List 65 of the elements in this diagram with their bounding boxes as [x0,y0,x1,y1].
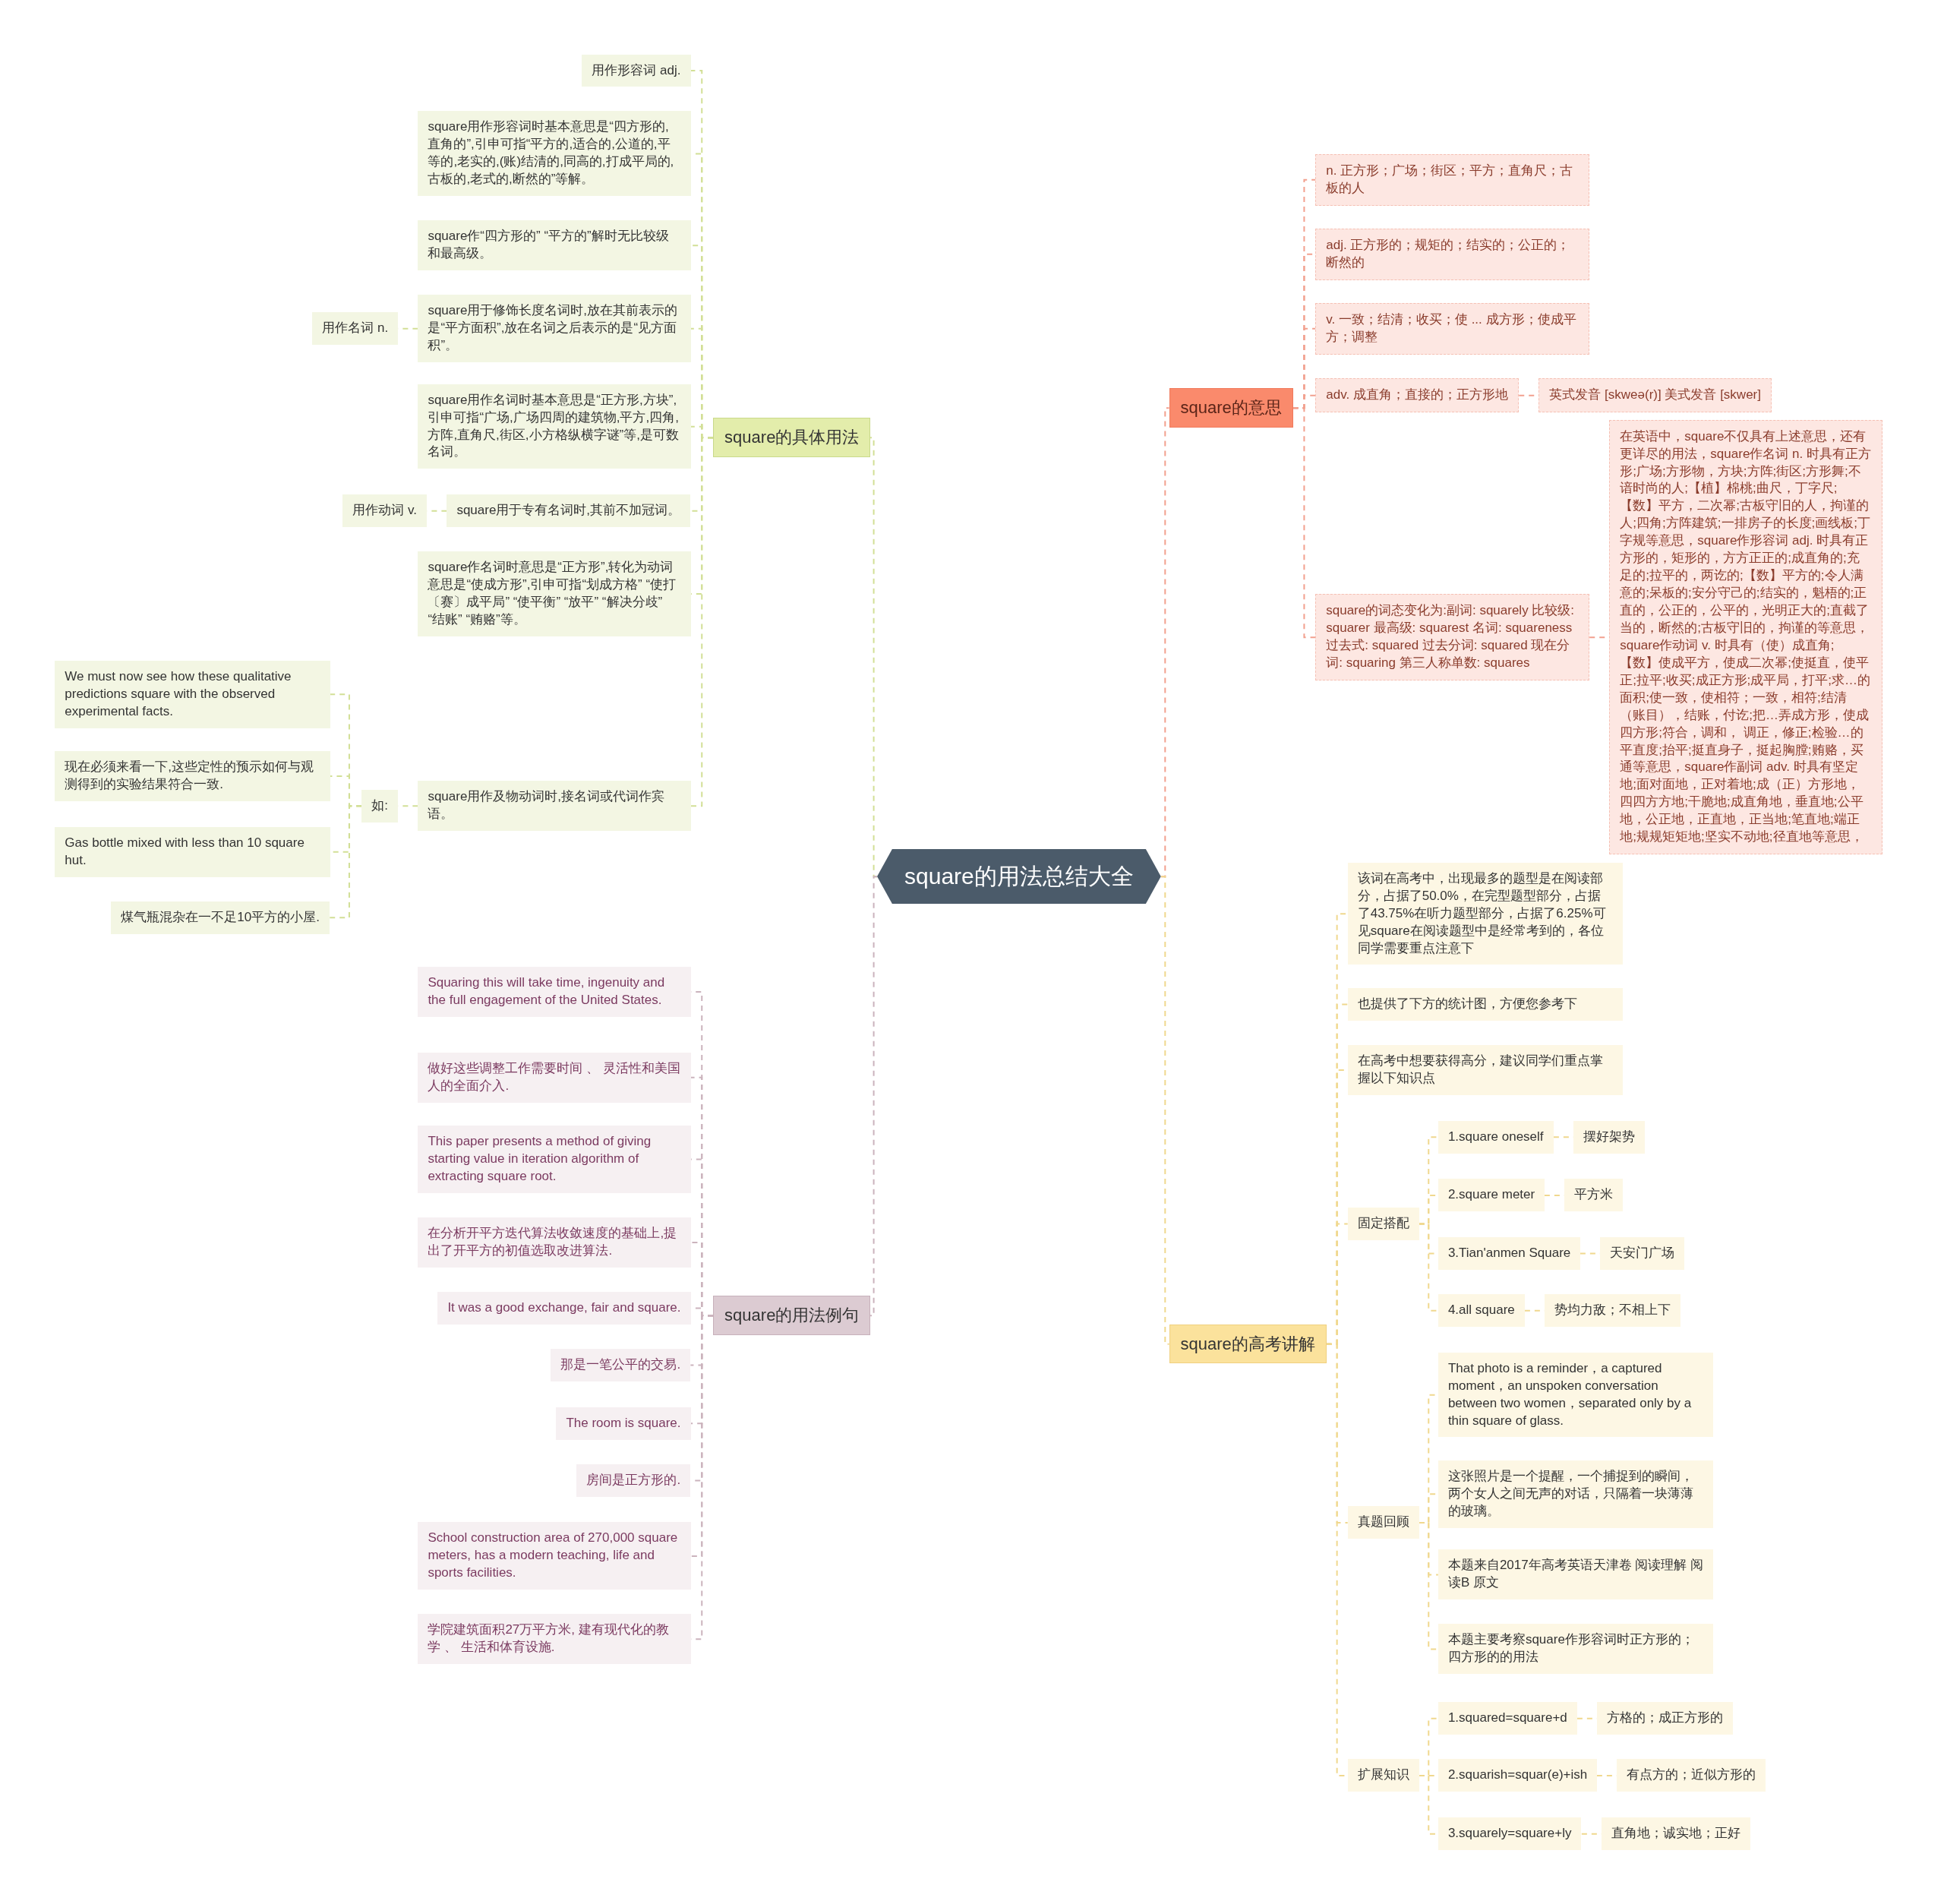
branch-topic: square的用法例句 [713,1296,871,1335]
topic-box: 煤气瓶混杂在一不足10平方的小屋. [111,901,330,934]
topic-box: 如: [361,789,398,823]
topic-box: 方格的；成正方形的 [1597,1702,1733,1735]
topic-box: 平方米 [1564,1179,1623,1212]
topic-box: 用作动词 v. [342,494,427,528]
topic-box: 用作形容词 adj. [582,54,691,87]
topic-box: School construction area of 270,000 square meters, has a modern teaching, life and sports facilities. [418,1522,691,1590]
topic-box: adj. 正方形的；规矩的；结实的；公正的；断然的 [1315,228,1590,280]
topic-box: 扩展知识 [1347,1759,1419,1792]
topic-box: The room is square. [556,1407,691,1440]
topic-box: 真题回顾 [1347,1506,1419,1539]
topic-box: 固定搭配 [1347,1207,1419,1240]
topic-box: square用于专有名词时,其前不加冠词。 [447,494,691,528]
topic-box: 1.square oneself [1437,1120,1554,1154]
connector-line [329,805,363,919]
topic-box: 4.all square [1437,1294,1525,1328]
topic-box: 也提供了下方的统计图，方便您参考下 [1347,987,1624,1021]
topic-box: 摆好架势 [1573,1120,1645,1154]
topic-box: We must now see how these qualitative predictions square with the observed experimental facts. [55,660,330,728]
topic-box: 在英语中，square不仅具有上述意思，还有更详尽的用法，square作名词 n. 时具有正方形;广场;方形物，方块;方阵;街区;方形舞;不谙时尚的人;【植】棉桃;曲尺，丁字尺;【数】平方，二次幂;古板守旧的人，拘谨的人;四角;方阵建筑;一排房子的长度;画线板;丁字规等意思，square作形容词 adj. 时具有正方形的，矩形的，方方正正的;成直角的;充足的;拉平的，两讫的;【数】平方的;令人满意的;呆板的;安分守己的;结实的，魁梧的;正直的，公正的，公平的，光明正大的;直截了当的，断然的;古板守旧的，拘谨的等意思，square作动词 v. 时具有（使）成直角;【数】使成平方，使成二次幂;使挺直，使平正;拉平;收买;成正方形;成平局，打平;求…的面积;使一致，使相符；一致，相符;结清（账目），结账，付讫;把…弄成方形，使成四方形;符合，调和， 调正，修正;检验…的平直度;抬平;挺直身子，挺起胸膛;贿赂，买通等意思，square作副词 adv. 时具有坚定地;面对面地，正对着地;成（正）方形地，四四方方地;干脆地;成直角地，垂直地;公平地，公正地，正直地，正当地;笔直地;端正地;规规矩矩地;坚实不动地;径直地等意思， [1609,419,1882,855]
topic-box: 在分析开平方迭代算法收敛速度的基础上,提出了开平方的初值选取改进算法. [418,1217,691,1268]
topic-box: Squaring this will take time, ingenuity and the full engagement of the United States. [418,967,691,1017]
topic-box: 房间是正方形的. [576,1464,691,1497]
topic-box: 在高考中想要获得高分，建议同学们重点掌握以下知识点 [1347,1044,1624,1095]
topic-box: 做好这些调整工作需要时间 、 灵活性和美国人的全面介入. [418,1052,691,1103]
topic-box: This paper presents a method of giving starting value in iteration algorithm of extracting square root. [418,1126,691,1193]
topic-box: v. 一致；结清；收买；使 ... 成方形；使成平方；调整 [1315,302,1590,355]
connector-line [869,876,879,1317]
branch-topic: square的意思 [1169,388,1293,428]
topic-box: It was a good exchange, fair and square. [437,1291,691,1325]
connector-line [1292,407,1317,639]
topic-box: 该词在高考中，出现最多的题型是在阅读部分，占据了50.0%，在完型题型部分，占据了43.75%在听力题型部分，占据了6.25%可见square在阅读题型中是经常考到的，各位同学需要重点注意下 [1347,862,1624,965]
topic-box: Gas bottle mixed with less than 10 square hut. [55,826,330,877]
topic-box: 2.squarish=squar(e)+ish [1437,1759,1598,1792]
topic-box: square用作名词时基本意思是“正方形,方块”,引申可指“广场,广场四周的建筑物,平方,四角,方阵,直角尺,街区,小方格纵横字谜”等,是可数名词。 [418,384,691,469]
branch-topic: square的高考讲解 [1169,1324,1327,1364]
topic-box: That photo is a reminder，a captured moment，an unspoken conversation between two women，separated only by a thin square of glass. [1437,1352,1714,1438]
topic-box: square作“四方形的” “平方的”解时无比较级和最高级。 [418,220,691,271]
topic-box: square的词态变化为:副词: squarely 比较级: squarer 最高级: squarest 名词: squareness 过去式: squared 过去分词: squared 现在分词: squaring 第三人称单数: squares [1315,594,1590,680]
topic-box: square作名词时意思是“正方形”,转化为动词意思是“使成方形”,引申可指“划成方格” “使打〔赛〕成平局” “使平衡” “放平” “解决分歧” “结账” “贿赂”等。 [418,551,691,636]
central-topic: square的用法总结大全 [877,848,1161,905]
topic-box: square用于修饰长度名词时,放在其前表示的是“平方面积”,放在名词之后表示的是“见方面积”。 [418,295,691,362]
topic-box: 3.Tian'anmen Square [1437,1237,1581,1271]
topic-box: 势均力敌；不相上下 [1545,1294,1680,1328]
topic-box: 本题主要考察square作形容词时正方形的；四方形的的用法 [1437,1624,1714,1675]
topic-box: 直角地；诚实地；正好 [1602,1817,1750,1851]
topic-box: 3.squarely=square+ly [1437,1817,1582,1851]
topic-box: 用作名词 n. [312,312,399,346]
topic-box: 学院建筑面积27万平方米, 建有现代化的教学 、 生活和体育设施. [418,1614,691,1665]
topic-box: 这张照片是一个提醒，一个捕捉到的瞬间，两个女人之间无声的对话，只隔着一块薄薄的玻璃。 [1437,1460,1714,1528]
topic-box: square用作形容词时基本意思是“四方形的,直角的”,引申可指“平方的,适合的,公道的,平等的,老实的,(账)结清的,同高的,打成平局的,古板的,老式的,断然的”等解。 [418,111,691,197]
topic-box: 1.squared=square+d [1437,1702,1577,1735]
topic-box: 有点方的；近似方形的 [1617,1759,1766,1792]
topic-box: 那是一笔公平的交易. [551,1349,691,1381]
topic-box: 天安门广场 [1600,1237,1684,1271]
branch-topic: square的具体用法 [713,418,871,457]
topic-box: 现在必须来看一下,这些定性的预示如何与观测得到的实验结果符合一致. [55,751,330,801]
topic-box: 英式发音 [skweə(r)] 美式发音 [skwer] [1538,378,1772,413]
topic-box: square用作及物动词时,接名词或代词作宾语。 [418,781,691,832]
connector-line [1160,876,1170,1345]
topic-box: 本题来自2017年高考英语天津卷 阅读理解 阅读B 原文 [1437,1549,1714,1600]
topic-box: 2.square meter [1437,1179,1545,1212]
topic-box: n. 正方形；广场；街区；平方；直角尺；古板的人 [1315,153,1590,206]
topic-box: adv. 成直角；直接的；正方形地 [1315,378,1519,413]
